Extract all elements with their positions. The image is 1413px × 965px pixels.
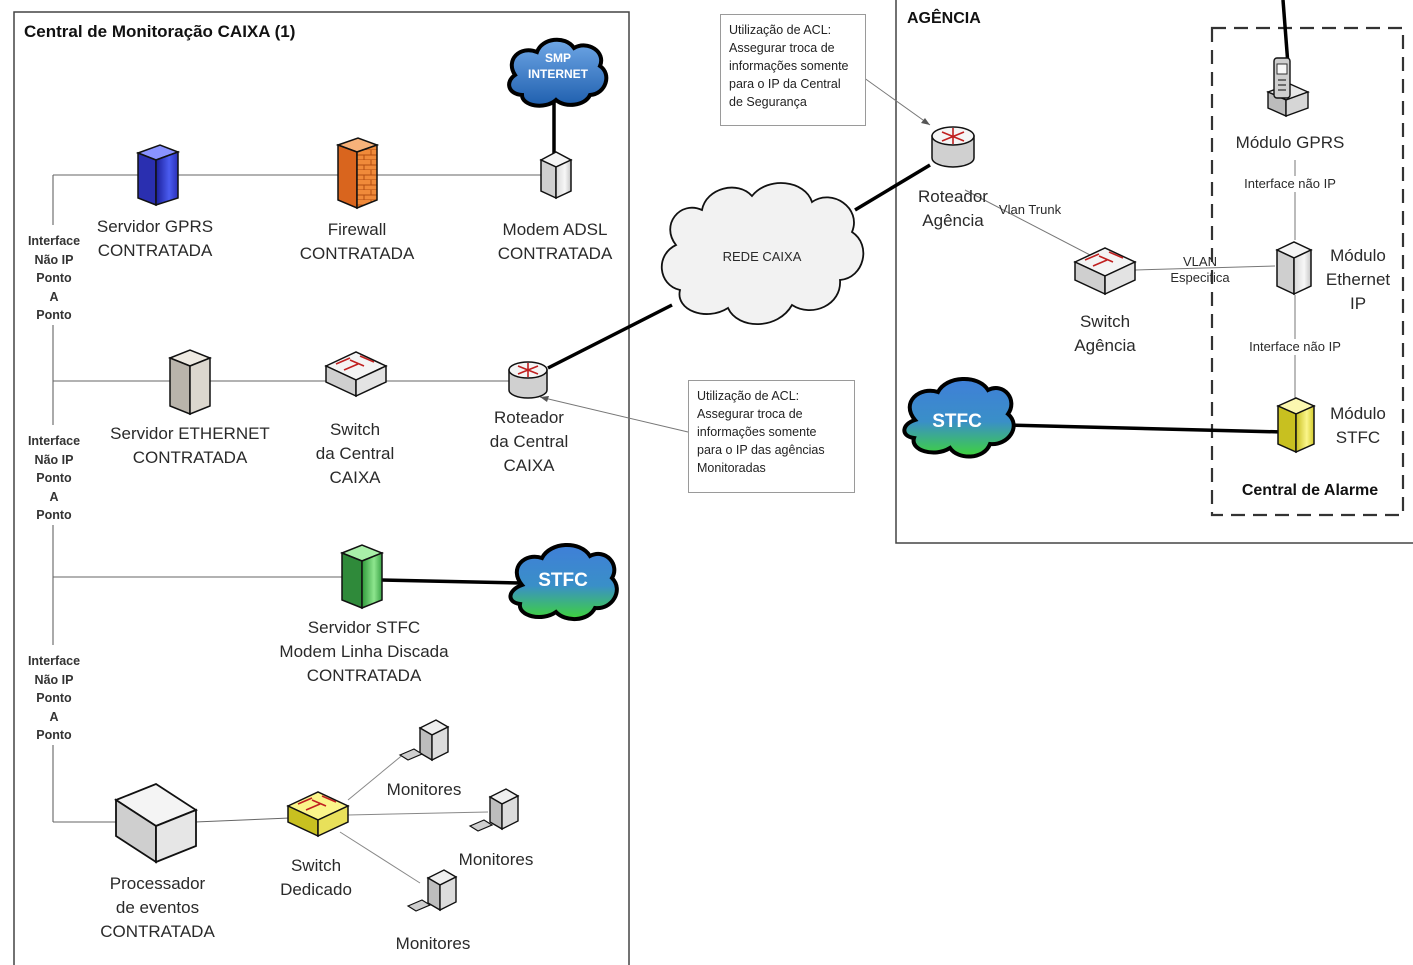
servidor-ethernet-label: Servidor ETHERNET CONTRATADA [110, 424, 270, 467]
firewall-icon [335, 137, 380, 210]
monitor-2-icon [468, 788, 520, 832]
stfc-left-label: STFC [538, 570, 588, 591]
roteador-agencia-label: Roteador Agência [918, 187, 988, 230]
interface-nao-ip-label-1: Interface não IP [1230, 176, 1350, 192]
modulo-gprs-label: Módulo GPRS [1235, 133, 1345, 152]
monitores-label-3: Monitores [395, 934, 471, 953]
modulo-gprs-phone-icon [1266, 57, 1310, 118]
modem-adsl-label: Modem ADSL CONTRATADA [497, 220, 613, 263]
switch-dedicado-icon [286, 791, 350, 838]
interface-nao-ip-label-2: Interface não IP [1235, 339, 1355, 355]
stfc-cloud-left-icon [508, 542, 619, 621]
switch-agencia-icon [1073, 247, 1137, 296]
rede-caixa-label: REDE CAIXA [722, 249, 802, 264]
central-panel [13, 11, 630, 965]
roteador-central-icon [508, 361, 548, 399]
monitores-label-2: Monitores [458, 850, 534, 869]
processador-label: Processador de eventos CONTRATADA [100, 874, 215, 941]
processador-icon [114, 782, 198, 864]
monitor-3-icon [406, 869, 458, 912]
modulo-ethernet-label: Módulo Ethernet IP [1325, 246, 1391, 313]
smp-cloud-label: SMP INTERNET [528, 51, 588, 81]
agencia-title: AGÊNCIA [907, 10, 981, 27]
agencia-panel [895, 0, 1413, 544]
rede-caixa-cloud-icon [660, 182, 865, 326]
monitor-1-icon [398, 719, 450, 762]
servidor-gprs-icon [135, 144, 181, 207]
alarm-box [1210, 26, 1405, 517]
modulo-ethernet-icon [1275, 241, 1313, 296]
vlan-especifica-label: VLAN Especifica [1170, 254, 1230, 285]
acl-note-top: Utilização de ACL: Assegurar troca de in… [720, 14, 866, 126]
central-title: Central de Monitoração CAIXA (1) [24, 22, 296, 41]
modem-adsl-icon [539, 151, 573, 200]
modulo-stfc-icon [1276, 397, 1316, 454]
firewall-label: Firewall CONTRATADA [299, 220, 415, 263]
stfc-cloud-right-icon [902, 376, 1016, 459]
smp-internet-cloud-icon [507, 37, 609, 108]
switch-dedicado-label: Switch Dedicado [280, 856, 352, 899]
roteador-central-label: Roteador da Central CAIXA [489, 408, 569, 475]
roteador-agencia-icon [931, 126, 975, 168]
servidor-gprs-label: Servidor GPRS CONTRATADA [96, 217, 214, 260]
monitores-label-1: Monitores [386, 780, 462, 799]
servidor-ethernet-icon [167, 349, 213, 416]
vlan-trunk-label: Vlan Trunk [998, 202, 1062, 217]
switch-central-icon [324, 351, 388, 398]
servidor-stfc-label: Servidor STFC Modem Linha Discada CONTRA… [279, 618, 449, 685]
switch-agencia-label: Switch Agência [1074, 312, 1136, 355]
stfc-right-label: STFC [932, 411, 982, 432]
interface-label-3: Interface Não IP Ponto A Ponto [27, 654, 81, 742]
interface-label-2: Interface Não IP Ponto A Ponto [27, 434, 81, 522]
acl-note-bottom: Utilização de ACL: Assegurar troca de in… [688, 380, 855, 493]
modulo-stfc-label: Módulo STFC [1330, 404, 1386, 447]
interface-label-1: Interface Não IP Ponto A Ponto [27, 234, 81, 322]
central-alarme-label: Central de Alarme [1241, 482, 1379, 499]
switch-central-label: Switch da Central CAIXA [315, 420, 395, 487]
servidor-stfc-icon [339, 544, 385, 610]
